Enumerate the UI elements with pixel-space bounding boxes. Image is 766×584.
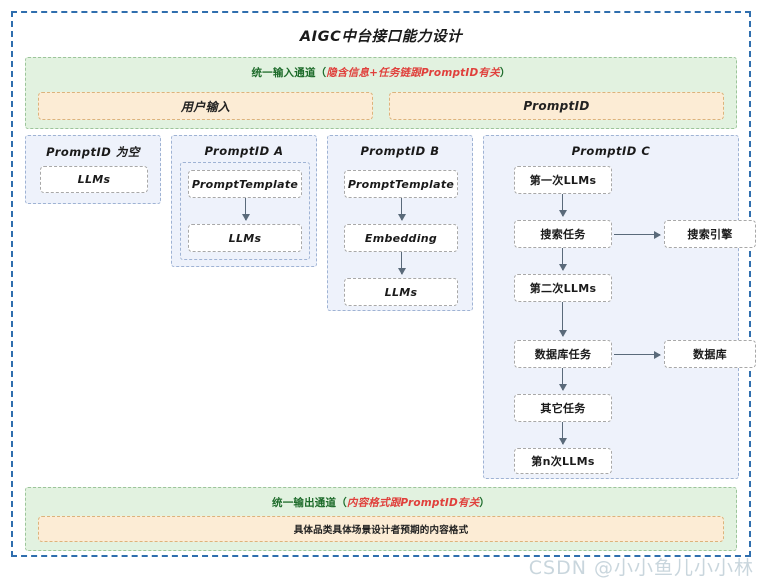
column-promptid-a-title: PromptID A — [204, 144, 284, 158]
arrow-c-4 — [558, 368, 567, 391]
arrow-a-1 — [241, 198, 250, 221]
arrow-c-database — [614, 350, 661, 359]
output-channel-label-prefix: 统一输出通道（ — [272, 497, 347, 509]
node-second-llms[interactable]: 第二次LLMs — [514, 274, 612, 302]
output-boxes-row: 具体品类具体场景设计者预期的内容格式 — [38, 516, 724, 542]
output-channel-label: 统一输出通道（内容格式跟PromptID有关） — [26, 488, 736, 510]
input-channel-label-suffix: ） — [499, 67, 511, 79]
node-database-task[interactable]: 数据库任务 — [514, 340, 612, 368]
node-llms-b[interactable]: LLMs — [344, 278, 458, 306]
node-prompttemplate-b[interactable]: PromptTemplate — [344, 170, 458, 198]
input-channel-label-prefix: 统一输入通道（ — [251, 67, 327, 79]
column-promptid-empty-title: PromptID 为空 — [46, 145, 140, 159]
column-promptid-c-title: PromptID C — [571, 144, 651, 158]
arrow-b-1 — [397, 198, 406, 221]
column-promptid-a: PromptID A PromptTemplate LLMs — [171, 135, 317, 267]
diagram-frame: AIGC中台接口能力设计 统一输入通道（隐含信息+任务链跟PromptID有关）… — [11, 11, 756, 557]
node-search-task[interactable]: 搜索任务 — [514, 220, 612, 248]
columns-region: PromptID 为空 LLMs PromptID A PromptTempla… — [25, 135, 756, 479]
input-channel-label-accent: 隐含信息+任务链跟PromptID有关 — [326, 67, 500, 79]
node-prompttemplate-a[interactable]: PromptTemplate — [188, 170, 302, 198]
arrow-c-1 — [558, 194, 567, 217]
page-title: AIGC中台接口能力设计 — [299, 29, 463, 45]
column-promptid-empty: PromptID 为空 LLMs — [25, 135, 161, 204]
input-box-user-input[interactable]: 用户输入 — [38, 92, 373, 120]
input-box-promptid[interactable]: PromptID — [389, 92, 724, 120]
node-nth-llms[interactable]: 第n次LLMs — [514, 448, 612, 474]
arrow-c-5 — [558, 422, 567, 445]
arrow-b-2 — [397, 252, 406, 275]
output-channel-label-accent: 内容格式跟PromptID有关 — [346, 497, 480, 509]
node-database[interactable]: 数据库 — [664, 340, 756, 368]
node-llms-empty[interactable]: LLMs — [40, 166, 148, 193]
arrow-c-search-engine — [614, 230, 661, 239]
node-embedding-b[interactable]: Embedding — [344, 224, 458, 252]
input-channel-label: 统一输入通道（隐含信息+任务链跟PromptID有关） — [26, 58, 736, 80]
arrow-c-2 — [558, 248, 567, 271]
column-promptid-b-title: PromptID B — [360, 144, 440, 158]
column-promptid-c: PromptID C 第一次LLMs 搜索任务 第二次LLMs 数据库任务 其它… — [483, 135, 756, 479]
node-first-llms[interactable]: 第一次LLMs — [514, 166, 612, 194]
node-search-engine[interactable]: 搜索引擎 — [664, 220, 756, 248]
arrow-c-3 — [558, 302, 567, 337]
watermark-text: CSDN @小小鱼儿小小林 — [528, 557, 754, 579]
output-channel-panel: 统一输出通道（内容格式跟PromptID有关） 具体品类具体场景设计者预期的内容… — [25, 487, 737, 551]
output-box-content-format[interactable]: 具体品类具体场景设计者预期的内容格式 — [38, 516, 724, 542]
column-promptid-a-subgroup — [180, 162, 310, 260]
node-other-task[interactable]: 其它任务 — [514, 394, 612, 422]
input-boxes-row: 用户输入 PromptID — [38, 92, 724, 120]
input-channel-panel: 统一输入通道（隐含信息+任务链跟PromptID有关） 用户输入 PromptI… — [25, 57, 737, 129]
node-llms-a[interactable]: LLMs — [188, 224, 302, 252]
column-promptid-b: PromptID B PromptTemplate Embedding LLMs — [327, 135, 473, 311]
output-channel-label-suffix: ） — [479, 497, 490, 509]
